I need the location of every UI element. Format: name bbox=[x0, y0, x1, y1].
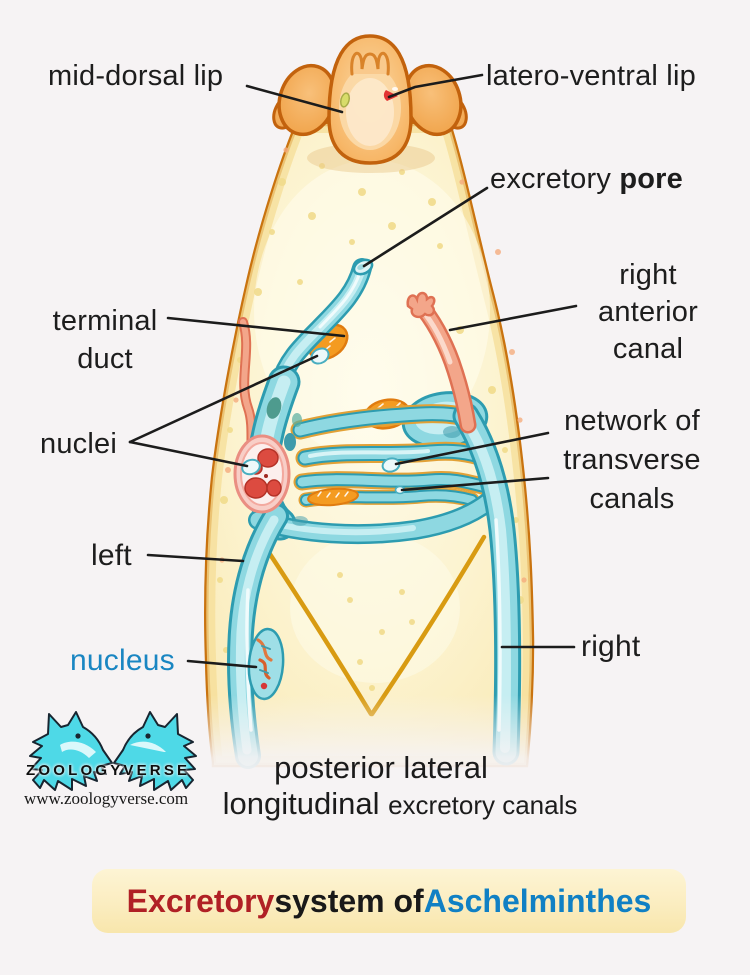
label-nuclei: nuclei bbox=[40, 428, 117, 460]
label-terminal-duct: terminal duct bbox=[40, 302, 170, 378]
label-left-canal: left bbox=[91, 539, 132, 572]
right-anterior-canal-shape bbox=[406, 291, 477, 434]
logo-wordmark: ZOOLOGYVERSE bbox=[26, 762, 191, 779]
title-part-aschelminthes: Aschelminthes bbox=[423, 882, 652, 919]
label-network-line3: canals bbox=[589, 483, 675, 515]
caption-line1: posterior lateral bbox=[274, 750, 488, 785]
small-nuclei bbox=[241, 347, 406, 495]
caption-line2: longitudinal excretory canals bbox=[175, 786, 625, 822]
label-nucleus: nucleus bbox=[70, 644, 175, 677]
worm-head bbox=[272, 34, 468, 173]
hub-vacuoles bbox=[263, 397, 461, 526]
label-latero-ventral-lip: latero-ventral lip bbox=[486, 60, 696, 92]
excretory-system bbox=[226, 258, 522, 769]
posterior-v-border bbox=[259, 534, 487, 717]
title-banner: Excretory system of Aschelminthes bbox=[92, 869, 686, 933]
label-right-anterior-line1: right bbox=[619, 259, 677, 291]
gland-3 bbox=[307, 487, 359, 507]
label-right-anterior-canal: right anterior canal bbox=[572, 257, 724, 368]
label-right-canal: right bbox=[581, 630, 641, 663]
zoologyverse-logo-icon bbox=[29, 711, 197, 791]
label-right-anterior-line2: anterior bbox=[598, 296, 698, 328]
label-network-line2: transverse bbox=[563, 444, 701, 476]
caption-line2-emphasis: longitudinal bbox=[222, 786, 389, 821]
label-right-anterior-line3: canal bbox=[612, 333, 684, 365]
label-terminal-duct-line2: duct bbox=[77, 343, 133, 375]
label-excretory-pore-prefix: excretory bbox=[490, 163, 620, 195]
transverse-canals bbox=[290, 404, 496, 508]
logo-website-url: www.zoologyverse.com bbox=[24, 789, 189, 808]
leader-lines bbox=[128, 73, 578, 669]
label-network-line1: network of bbox=[564, 405, 700, 437]
label-mid-dorsal-lip: mid-dorsal lip bbox=[48, 60, 224, 92]
label-terminal-duct-line1: terminal bbox=[52, 305, 158, 337]
body-fade bbox=[150, 695, 600, 785]
giant-nucleus-cell bbox=[233, 434, 291, 514]
label-network-transverse-canals: network of transverse canals bbox=[544, 402, 720, 519]
label-excretory-pore-bold: pore bbox=[619, 163, 683, 195]
right-longitudinal-canal bbox=[452, 402, 522, 766]
label-excretory-pore: excretory pore bbox=[490, 163, 683, 197]
title-part-excretory: Excretory bbox=[126, 882, 275, 919]
title-part-system-of: system of bbox=[274, 882, 424, 919]
caption-line2-rest: excretory canals bbox=[388, 790, 578, 820]
caption-posterior-canals: posterior lateral longitudinal excretory… bbox=[175, 750, 625, 822]
mid-dorsal-lip-mark bbox=[339, 92, 351, 108]
